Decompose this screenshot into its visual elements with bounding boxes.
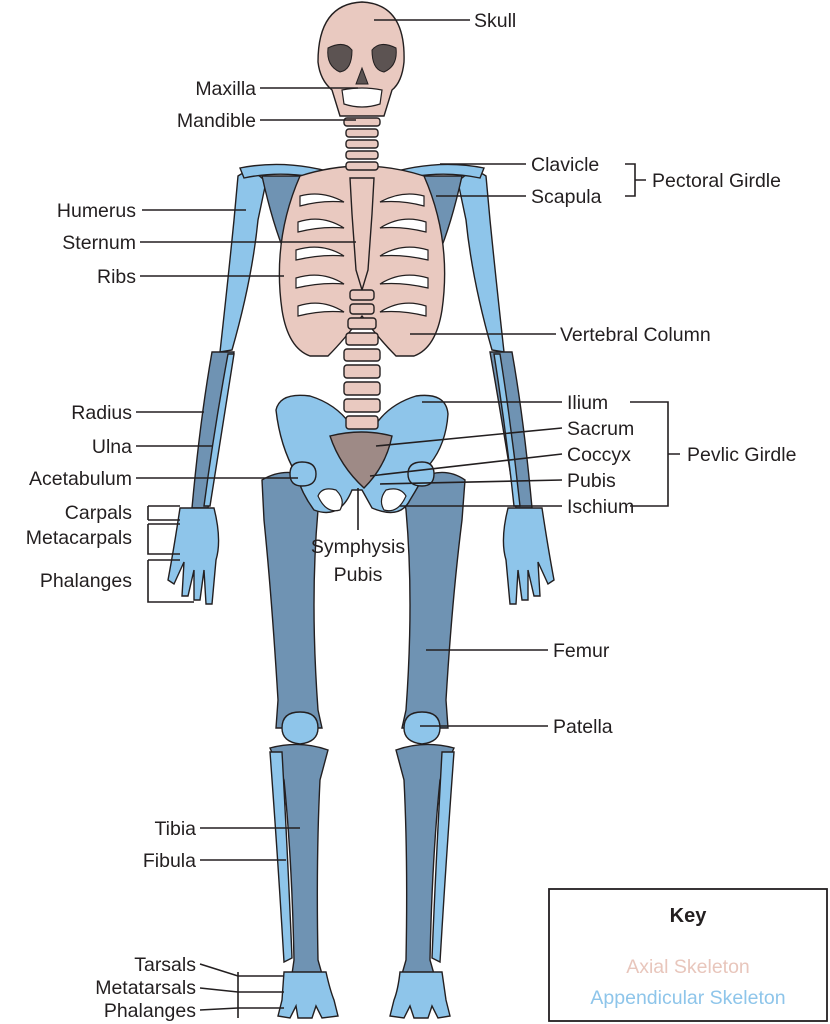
key-title: Key [670,905,708,927]
label-radius: Radius [71,402,132,424]
label-phalanges-foot: Phalanges [104,1000,196,1022]
key-box: Key Axial Skeleton Appendicular Skeleton [548,888,828,1022]
label-metacarpals: Metacarpals [26,527,132,549]
label-phalanges-hand: Phalanges [40,570,132,592]
radius-left [203,353,235,507]
teeth [341,87,383,108]
label-coccyx: Coccyx [567,444,631,466]
label-fibula: Fibula [143,850,196,872]
label-humerus: Humerus [57,200,136,222]
label-symphysis: Symphysis [311,536,406,558]
label-sacrum: Sacrum [567,418,634,440]
labels: Skull Maxilla Mandible Clavicle Scapula … [26,10,797,1022]
foot-right [389,971,451,1019]
patella-right [403,711,441,745]
leader-lines [136,19,680,1018]
label-sternum: Sternum [62,232,136,254]
rib-spaces [295,193,429,317]
key-axial: Axial Skeleton [626,956,750,978]
label-vertebral-column: Vertebral Column [560,324,711,346]
eye-socket-left [327,44,353,73]
femur-left [261,471,323,729]
acetabulum-left [289,461,317,487]
label-pectoral-girdle: Pectoral Girdle [652,170,781,192]
label-clavicle: Clavicle [531,154,599,176]
tibia-left [269,743,329,975]
label-pelvic-girdle: Pevlic Girdle [687,444,796,466]
cervical-vertebrae [343,117,381,171]
foot-left [277,971,339,1019]
label-carpals: Carpals [65,502,132,524]
eye-socket-right [371,44,397,73]
label-patella: Patella [553,716,613,738]
femur-right [401,471,466,729]
key-appendicular: Appendicular Skeleton [590,987,785,1009]
pelvis-opening [317,488,407,512]
label-ilium: Ilium [567,392,608,414]
humerus-left [219,171,267,353]
acetabulum-right [407,461,435,487]
label-ulna: Ulna [92,436,132,458]
label-symphysis-pubis: Pubis [334,564,383,586]
label-scapula: Scapula [531,186,602,208]
hand-left [167,507,220,605]
label-metatarsals: Metatarsals [95,977,196,999]
tibia-right [395,743,455,975]
key-frame [548,888,828,1022]
humerus-right [457,171,505,353]
label-maxilla: Maxilla [195,78,256,100]
label-pubis: Pubis [567,470,616,492]
label-skull: Skull [474,10,516,32]
fibula-left [269,751,293,964]
label-femur: Femur [553,640,610,662]
label-acetabulum: Acetabulum [29,468,132,490]
label-tibia: Tibia [154,818,196,840]
fibula-right [431,751,455,964]
nasal-cavity [355,66,369,85]
label-tarsals: Tarsals [134,954,196,976]
patella-left [281,711,319,745]
hand-right [502,507,555,605]
label-ribs: Ribs [97,266,136,288]
vertebrae [343,289,381,430]
sternum [349,177,375,293]
label-ischium: Ischium [567,496,634,518]
skeleton-figure [167,1,555,1019]
label-mandible: Mandible [177,110,256,132]
